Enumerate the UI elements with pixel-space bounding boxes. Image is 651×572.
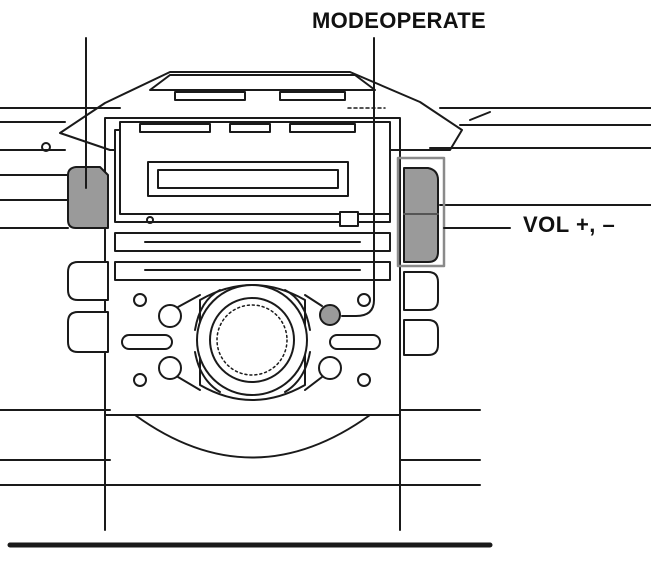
operate-callout-line (341, 37, 375, 317)
right-side-buttons (396, 156, 446, 356)
callout-lines (85, 37, 511, 317)
cd-slots (114, 211, 391, 281)
operate-button (319, 304, 341, 326)
vol-highlight-box (396, 156, 446, 268)
left-highlight-button (67, 166, 109, 229)
control-area (121, 284, 381, 401)
mode-operate-label: MODEOPERATE (312, 8, 487, 33)
volume-dial-icon (216, 304, 288, 376)
vol-label: VOL +, – (523, 212, 616, 237)
display-window (147, 161, 349, 197)
base (7, 414, 493, 548)
left-side-buttons (67, 166, 109, 353)
side-rails (0, 107, 651, 486)
